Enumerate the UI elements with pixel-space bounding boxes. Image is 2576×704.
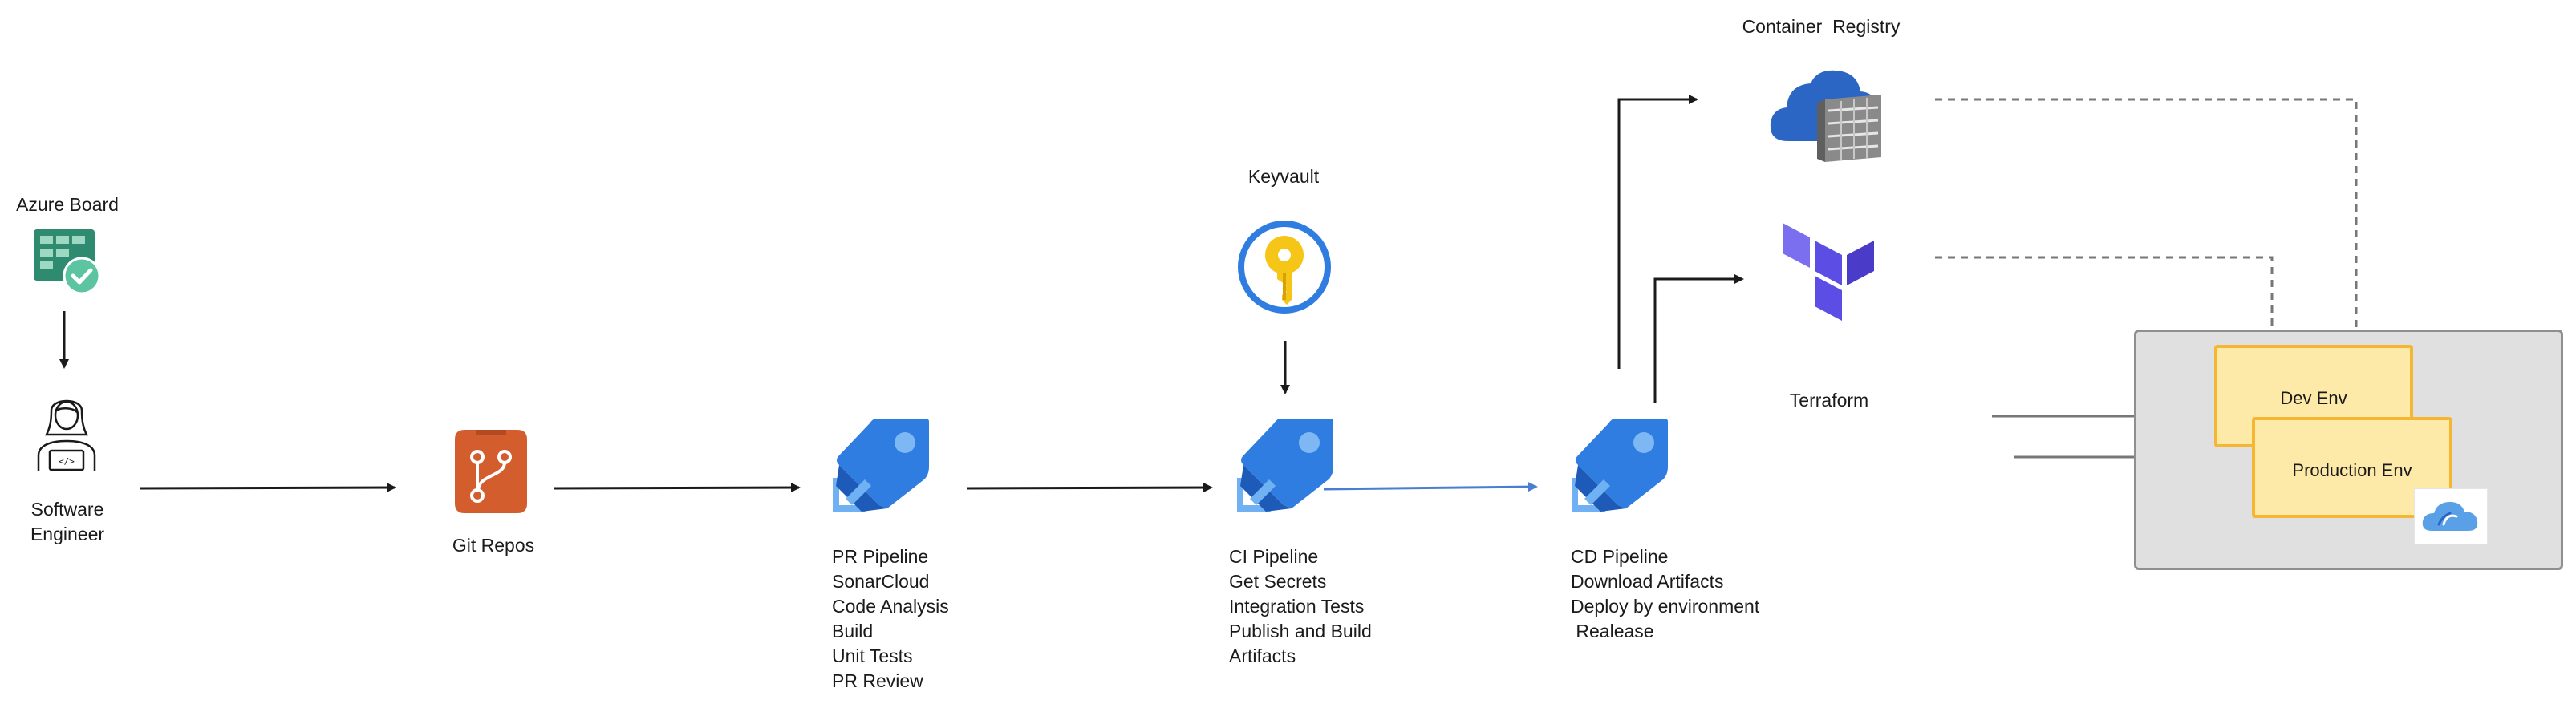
arrow-cd-to-terraform (1653, 274, 1744, 403)
pr-pipeline-label: PR Pipeline SonarCloud Code Analysis Bui… (832, 546, 949, 691)
container-registry-icon (1770, 70, 1881, 162)
svg-text:</>: </> (59, 456, 75, 467)
container-registry-label: Container Registry (1742, 16, 1901, 37)
azure-board-label: Azure Board (16, 194, 119, 215)
azure-board-icon (34, 229, 101, 295)
arrow-cd-to-registry (1617, 95, 1698, 369)
git-repos-label: Git Repos (452, 535, 535, 556)
production-env-label: Production Env (2292, 460, 2412, 480)
ci-pipeline-label: CI Pipeline Get Secrets Integration Test… (1229, 546, 1372, 666)
software-engineer-icon: </> (37, 399, 96, 471)
cloud-icon (2422, 502, 2478, 531)
dashed-terraform-to-env (1935, 256, 2274, 334)
arrow-ci-to-cd (1323, 482, 1538, 492)
terraform-label: Terraform (1789, 390, 1869, 411)
cd-pipeline-icon (1572, 419, 1668, 512)
software-engineer-label: Software Engineer (30, 499, 105, 544)
git-repos-icon (455, 430, 527, 513)
keyvault-icon (1238, 221, 1331, 314)
cloud-badge (2414, 488, 2488, 544)
cd-pipeline-label: CD Pipeline Download Artifacts Deploy by… (1571, 546, 1760, 641)
dashed-registry-to-env (1935, 98, 2358, 334)
pr-pipeline-icon (833, 419, 929, 512)
terraform-icon (1783, 223, 1874, 321)
ci-pipeline-icon (1237, 419, 1333, 512)
dev-env-label: Dev Env (2280, 388, 2347, 408)
keyvault-label: Keyvault (1247, 166, 1320, 187)
